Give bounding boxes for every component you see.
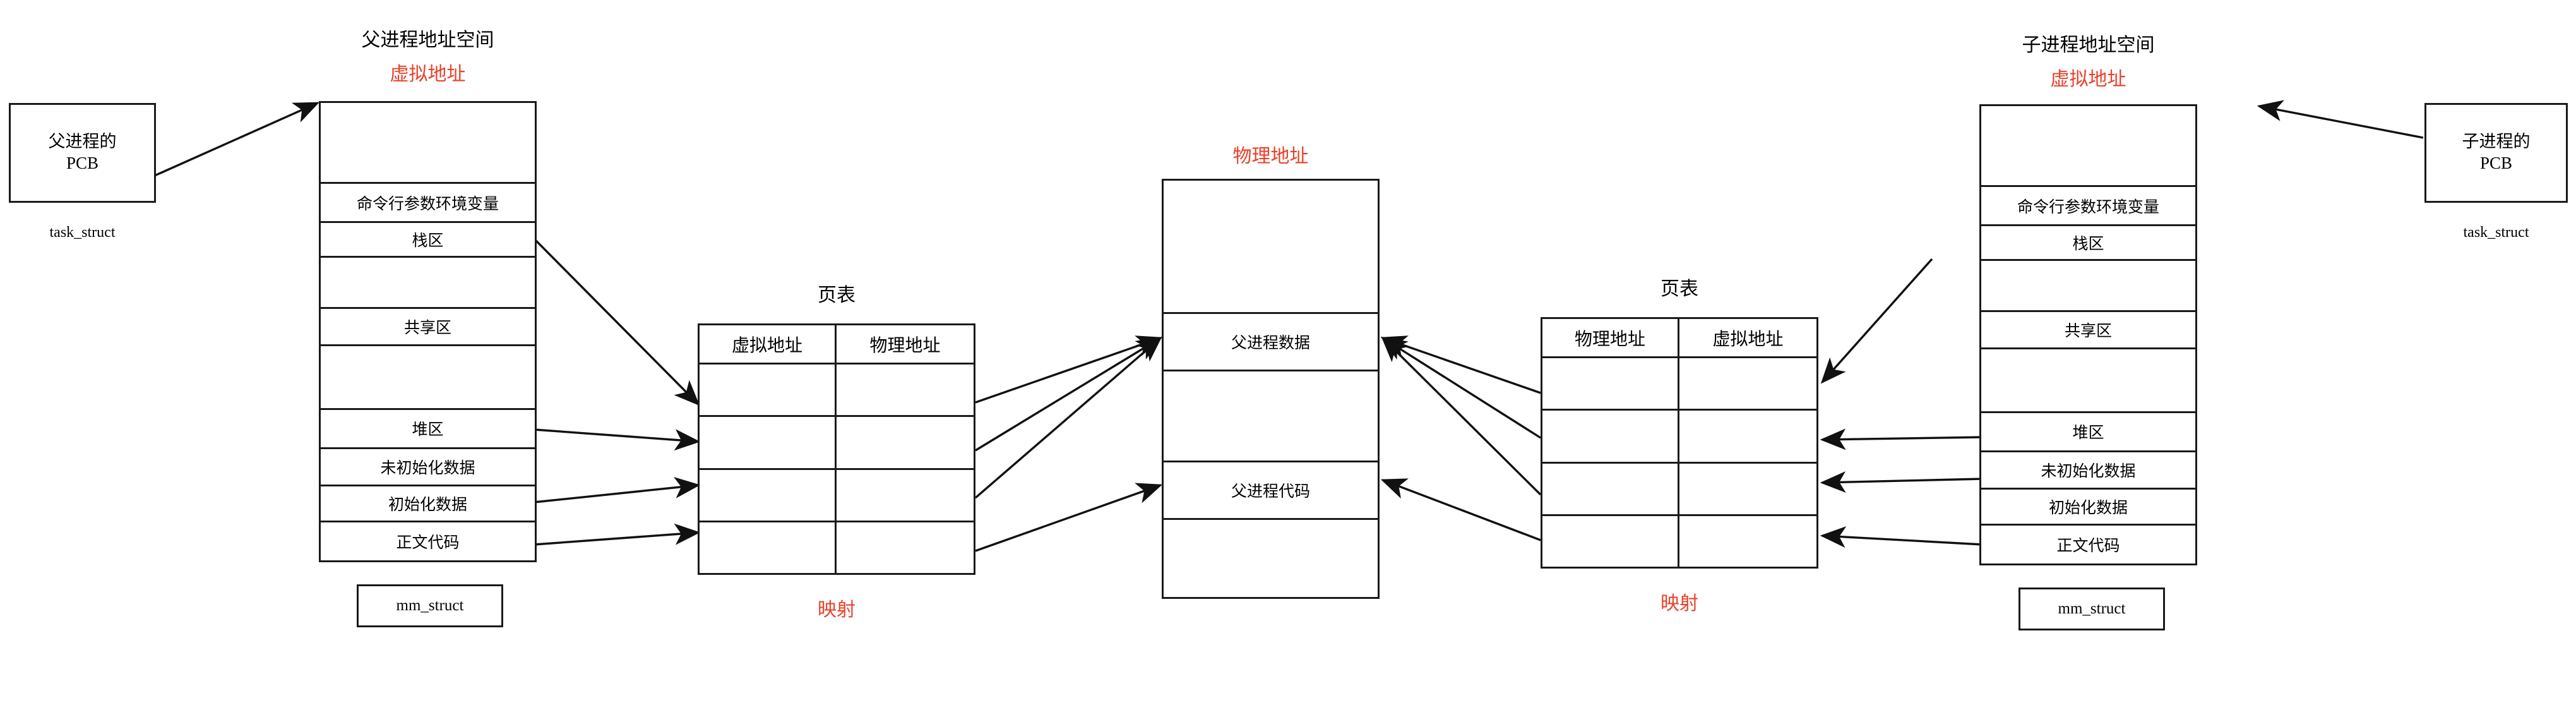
child-space-subtitle: 虚拟地址 [2050, 69, 2126, 90]
left-pt-cell-0-1 [837, 365, 974, 415]
arrow-pt-to-phys-data-b [975, 337, 1162, 452]
parent-pcb-line1: 父进程的 [48, 132, 117, 152]
arrow-rpt-to-child-data [1820, 471, 1983, 493]
child-seg-args-env: 命令行参数环境变量 [1981, 187, 2195, 226]
arrow-child-pcb-to-space [2257, 100, 2424, 139]
right-pt-cell-3-1 [1679, 516, 1816, 567]
right-pt-cell-1-0 [1542, 411, 1679, 462]
left-pt-row-1[interactable] [700, 417, 974, 470]
arrow-rpt-to-phys-data-b [1381, 337, 1541, 439]
right-pt-row-3[interactable] [1542, 515, 1816, 567]
child-pcb-line2: PCB [2479, 154, 2513, 172]
parent-seg-args-env: 命令行参数环境变量 [321, 184, 535, 223]
child-seg-5 [1981, 349, 2195, 413]
left-pt-cell-1-0 [700, 417, 837, 468]
phys-seg-0 [1164, 181, 1378, 315]
child-mm-struct-label: mm_struct [2058, 600, 2126, 618]
child-task-struct-caption: task_struct [2463, 224, 2529, 241]
left-pt-cell-0-0 [700, 365, 837, 416]
parent-pcb-box[interactable]: 父进程的 PCB [9, 103, 156, 203]
child-mm-struct-box[interactable]: mm_struct [2018, 588, 2165, 630]
parent-seg-0 [321, 103, 535, 184]
arrow-rpt-to-phys-data-c [1381, 336, 1542, 496]
parent-address-space: 命令行参数环境变量 栈区 共享区 堆区 未初始化数据 初始化数据 正文代码 [319, 101, 537, 562]
right-pt-cell-0-1 [1679, 358, 1816, 409]
physical-memory-title: 物理地址 [1232, 146, 1309, 167]
arrow-pt-to-phys-data-a [975, 335, 1163, 404]
left-pt-row-3[interactable] [700, 522, 974, 573]
child-seg-stack: 栈区 [1981, 226, 2195, 262]
parent-mm-struct-label: mm_struct [396, 597, 464, 615]
left-pt-cell-1-1 [837, 417, 974, 467]
child-seg-text: 正文代码 [2056, 537, 2120, 555]
right-pt-cell-1-1 [1679, 411, 1816, 461]
arrow-parent-pcb-to-space [154, 102, 320, 177]
child-seg-shared: 共享区 [1981, 312, 2195, 350]
arrow-rpt-to-phys-code [1380, 478, 1541, 541]
right-pt-header-physical: 物理地址 [1542, 319, 1679, 356]
arrow-parent-stack-to-pt0 [533, 238, 700, 406]
left-pt-header-physical: 物理地址 [869, 335, 941, 356]
left-pt-cell-3-0 [700, 522, 837, 573]
parent-seg-bss: 未初始化数据 [321, 449, 535, 487]
child-seg-heap: 堆区 [1981, 413, 2195, 452]
left-pt-cell-3-1 [837, 522, 974, 573]
right-pt-header-row: 物理地址 虚拟地址 [1542, 319, 1816, 358]
left-page-table: 虚拟地址 物理地址 [698, 323, 975, 575]
child-seg-3 [1981, 261, 2195, 312]
right-pt-row-2[interactable] [1542, 463, 1816, 516]
right-pt-cell-0-0 [1542, 358, 1679, 409]
phys-seg-parent-data: 父进程数据 [1164, 314, 1378, 372]
parent-seg-heap: 堆区 [321, 410, 535, 449]
parent-mm-struct-box[interactable]: mm_struct [357, 584, 503, 627]
parent-seg-shared: 共享区 [321, 309, 535, 347]
child-space-title: 子进程地址空间 [2022, 35, 2155, 56]
phys-seg-parent-code: 父进程代码 [1164, 462, 1378, 521]
child-seg-data: 初始化数据 [1981, 490, 2195, 526]
arrow-rpt-to-phys-data-a [1380, 335, 1541, 394]
parent-pcb-line2: PCB [66, 154, 99, 172]
left-pt-row-2[interactable] [700, 469, 974, 522]
right-pt-cell-2-1 [1679, 464, 1816, 514]
child-seg-0 [1981, 106, 2195, 188]
arrow-pt-to-phys-data-c [974, 336, 1162, 499]
left-page-table-title: 页表 [818, 285, 856, 306]
right-pt-cell-2-0 [1542, 463, 1679, 514]
child-seg-bss: 未初始化数据 [1981, 452, 2195, 490]
phys-seg-4 [1164, 520, 1378, 597]
arrow-rpt-to-child-text [1820, 526, 1983, 548]
child-pcb-line1: 子进程的 [2462, 132, 2531, 152]
right-pt-cell-3-0 [1542, 515, 1679, 567]
parent-seg-5 [321, 346, 535, 410]
right-pt-row-1[interactable] [1542, 411, 1816, 464]
parent-seg-3 [321, 258, 535, 309]
parent-seg-stack: 栈区 [321, 223, 535, 258]
right-pt-row-0[interactable] [1542, 358, 1816, 411]
left-pt-header-row: 虚拟地址 物理地址 [700, 325, 974, 365]
parent-space-subtitle: 虚拟地址 [390, 64, 466, 85]
right-page-table-title: 页表 [1661, 279, 1698, 299]
arrow-pt-to-phys-code [975, 483, 1163, 552]
left-pt-header-virtual: 虚拟地址 [700, 325, 837, 363]
right-pt-header-virtual: 虚拟地址 [1712, 329, 1784, 349]
left-page-table-caption: 映射 [818, 600, 856, 620]
left-pt-row-0[interactable] [700, 365, 974, 418]
child-address-space: 命令行参数环境变量 栈区 共享区 堆区 未初始化数据 初始化数据 正文代码 [1979, 104, 2197, 565]
right-page-table-caption: 映射 [1661, 593, 1698, 614]
arrow-rpt-to-child-heap [1820, 428, 1983, 450]
parent-seg-data: 初始化数据 [321, 486, 535, 522]
right-page-table: 物理地址 虚拟地址 [1541, 317, 1818, 569]
arrow-parent-data-to-pt2 [534, 476, 701, 503]
parent-space-title: 父进程地址空间 [361, 30, 494, 51]
child-pcb-box[interactable]: 子进程的 PCB [2424, 103, 2568, 203]
parent-seg-text: 正文代码 [396, 534, 460, 551]
arrow-parent-heap-to-pt1 [534, 428, 701, 451]
arrow-parent-text-to-pt3 [534, 523, 701, 546]
left-pt-cell-2-0 [700, 469, 837, 521]
parent-task-struct-caption: task_struct [49, 224, 116, 241]
left-pt-cell-2-1 [837, 470, 974, 521]
phys-seg-2 [1164, 371, 1378, 462]
physical-memory: 父进程数据 父进程代码 [1162, 179, 1380, 599]
arrow-rpt-to-child-stack [1820, 258, 1933, 384]
